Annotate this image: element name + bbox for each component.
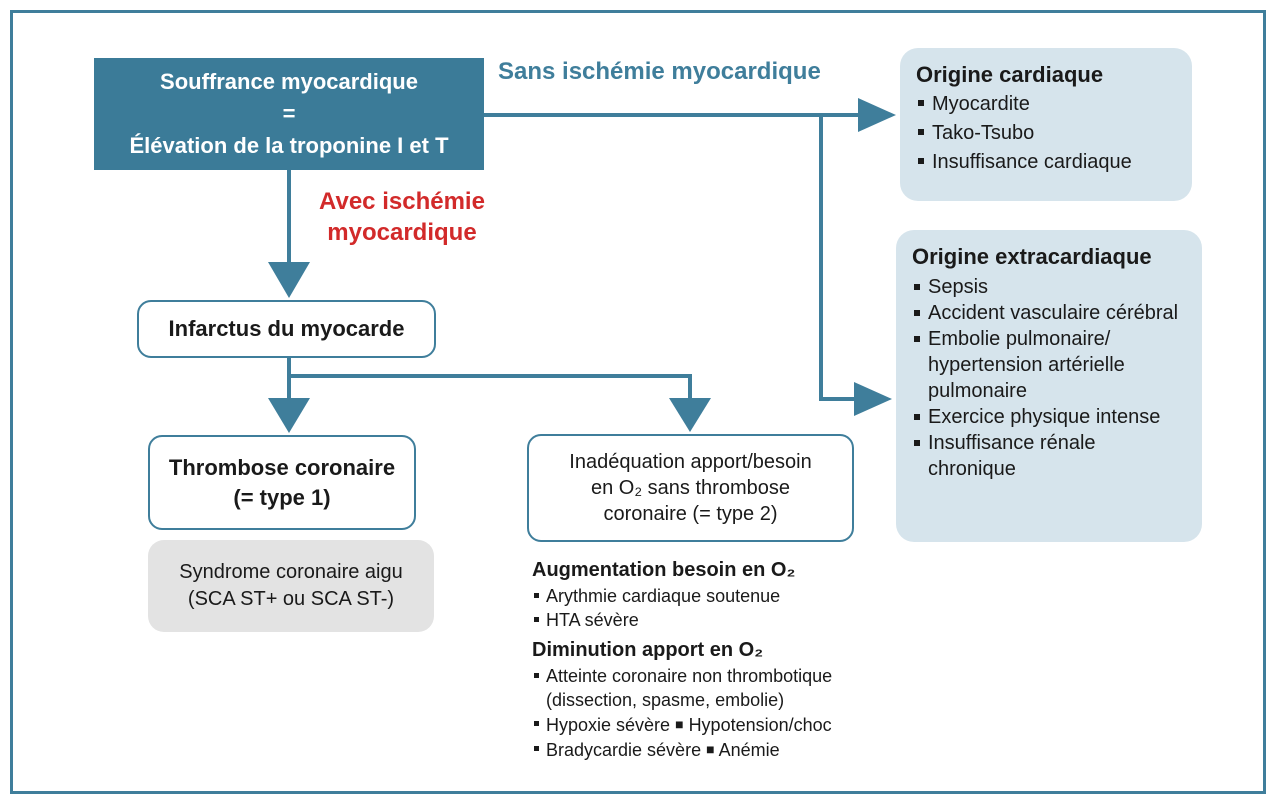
- list-item-text: Anémie: [718, 740, 780, 760]
- origine-cardiaque-title: Origine cardiaque: [916, 62, 1104, 87]
- list-item-text: Hypoxie sévère: [546, 715, 671, 735]
- arrowhead-extracardiaque: [854, 382, 892, 416]
- sca-line-1: Syndrome coronaire aigu: [179, 561, 403, 583]
- thrombose-coronaire-box: Thrombose coronaire (= type 1): [148, 435, 416, 530]
- list-item-text: Bradycardie sévère: [546, 740, 702, 760]
- main-line-3: Élévation de la troponine I et T: [129, 133, 449, 158]
- infarctus-label: Infarctus du myocarde: [168, 316, 405, 341]
- thrombose-line-1: Thrombose coronaire: [168, 454, 396, 480]
- sca-line-2: (SCA ST+ ou SCA ST-): [187, 588, 395, 610]
- list-item: Bradycardie sévère ■ Anémie: [532, 737, 892, 762]
- list-item-text: Hypotension/choc: [688, 715, 832, 735]
- sans-ischemie-label: Sans ischémie myocardique: [498, 58, 821, 85]
- thrombose-line-2: (= type 1): [233, 484, 331, 510]
- inadequation-line-2: en O₂ sans thrombose: [591, 477, 790, 499]
- diminution-title: Diminution apport en O₂: [532, 639, 764, 661]
- infarctus-box: Infarctus du myocarde: [137, 300, 436, 358]
- augmentation-list: Arythmie cardiaque soutenue HTA sévère: [532, 584, 892, 632]
- avec-ischemie-label: Avec ischémie myocardique: [296, 186, 508, 248]
- inadequation-line-3: coronaire (= type 2): [603, 503, 778, 525]
- list-item: Myocardite: [916, 90, 1176, 119]
- list-item: Sepsis: [912, 274, 1186, 300]
- arrowhead-inadequation: [669, 398, 711, 432]
- list-item: Exercice physique intense: [912, 404, 1186, 430]
- origine-cardiaque-panel: Origine cardiaque Myocardite Tako-Tsubo …: [900, 48, 1192, 201]
- list-item: Arythmie cardiaque soutenue: [532, 584, 892, 608]
- origine-extracardiaque-panel: Origine extracardiaque Sepsis Accident v…: [896, 230, 1202, 542]
- outer-frame: [10, 10, 1266, 794]
- square-bullet-icon: ■: [675, 716, 684, 732]
- list-item: HTA sévère: [532, 608, 892, 632]
- inadequation-line-1: Inadéquation apport/besoin: [569, 451, 812, 473]
- list-item: Hypoxie sévère ■ Hypotension/choc: [532, 712, 892, 737]
- augmentation-title: Augmentation besoin en O₂: [532, 559, 796, 581]
- arrowhead-cardiaque: [858, 98, 896, 132]
- list-item: Atteinte coronaire non thrombotique (dis…: [532, 664, 892, 712]
- list-item: Insuffisance rénale chronique: [912, 430, 1186, 482]
- list-item: Embolie pulmonaire/ hypertension artérie…: [912, 326, 1186, 404]
- diminution-list: Atteinte coronaire non thrombotique (dis…: [532, 664, 892, 762]
- list-item: Tako-Tsubo: [916, 119, 1176, 148]
- inadequation-box: Inadéquation apport/besoin en O₂ sans th…: [527, 434, 854, 542]
- origine-extracardiaque-list: Sepsis Accident vasculaire cérébral Embo…: [912, 274, 1186, 482]
- square-bullet-icon: ■: [706, 741, 715, 757]
- arrow-infarctus-to-inadequation: [289, 374, 692, 404]
- syndrome-coronaire-box: Syndrome coronaire aigu (SCA ST+ ou SCA …: [148, 540, 434, 632]
- avec-ischemie-line-2: myocardique: [327, 219, 477, 246]
- list-item: Insuffisance cardiaque: [916, 148, 1176, 177]
- arrowhead-infarctus: [268, 262, 310, 298]
- arrow-to-extracardiaque: [819, 115, 862, 401]
- main-line-1: Souffrance myocardique: [160, 69, 418, 94]
- avec-ischemie-line-1: Avec ischémie: [319, 188, 485, 215]
- main-line-2: =: [282, 101, 296, 126]
- origine-cardiaque-list: Myocardite Tako-Tsubo Insuffisance cardi…: [916, 90, 1176, 177]
- type2-causes: Augmentation besoin en O₂ Arythmie cardi…: [532, 556, 892, 762]
- arrowhead-thrombose: [268, 398, 310, 433]
- origine-extracardiaque-title: Origine extracardiaque: [912, 244, 1152, 269]
- list-item: Accident vasculaire cérébral: [912, 300, 1186, 326]
- souffrance-myocardique-box: Souffrance myocardique = Élévation de la…: [94, 58, 484, 170]
